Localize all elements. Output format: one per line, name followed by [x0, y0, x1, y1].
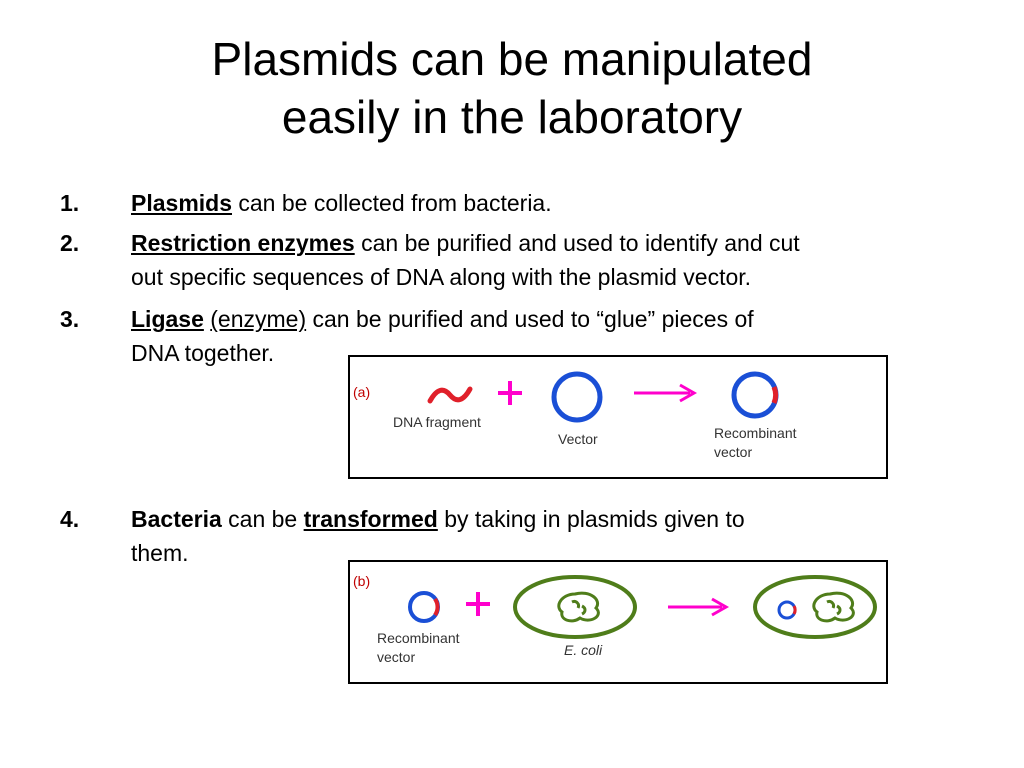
inserted-dna-icon — [792, 605, 797, 615]
figure-b-diagram: (b) Recombinant vector E. coli — [353, 573, 877, 665]
arrow-icon — [634, 383, 698, 403]
figure-b-tag: (b) — [353, 573, 370, 589]
slide-title: Plasmids can be manipulated easily in th… — [0, 30, 1024, 146]
item-line-2: DNA together. — [131, 340, 275, 366]
plus-icon — [466, 592, 490, 616]
plus-icon — [498, 381, 522, 405]
bacterial-chromosome-icon — [557, 591, 600, 623]
ecoli-label: E. coli — [564, 642, 603, 658]
recombinant-vector-icon — [731, 371, 779, 419]
dna-fragment-icon — [427, 386, 473, 404]
inserted-dna-icon — [433, 597, 440, 617]
item-text: Bacteria can be transformed by taking in… — [131, 502, 971, 570]
figure-b-transformation: (b) Recombinant vector E. coli — [348, 560, 888, 684]
item-number: 3. — [60, 306, 80, 332]
term-plasmids: Plasmids — [131, 190, 232, 216]
item-text: Restriction enzymes can be purified and … — [131, 226, 971, 294]
figure-a-ligation: (a) DNA fragment Vector Recombinant vect… — [348, 355, 888, 479]
item-rest: can be purified and used to identify and… — [354, 230, 800, 256]
item-number: 1. — [60, 190, 80, 216]
item-text: Ligase (enzyme) can be purified and used… — [131, 302, 971, 370]
figure-a-tag: (a) — [353, 384, 370, 400]
figure-a-diagram: (a) DNA fragment Vector Recombinant vect… — [353, 371, 797, 460]
ecoli-cell-icon — [513, 575, 637, 639]
recombinant-plasmid-icon — [408, 591, 440, 623]
item-rest: can be collected from bacteria. — [232, 190, 552, 216]
item-rest: can be purified and used to “glue” piece… — [306, 306, 754, 332]
term-restriction-enzymes: Restriction enzymes — [131, 230, 355, 256]
term-bacteria: Bacteria — [131, 506, 222, 532]
item-number: 2. — [60, 230, 80, 256]
term-ligase: Ligase — [131, 306, 204, 332]
dna-fragment-label: DNA fragment — [393, 414, 481, 430]
inserted-dna-icon — [771, 386, 779, 404]
recombinant-label-line-1: Recombinant — [377, 630, 460, 646]
vector-label: Vector — [558, 431, 598, 447]
recombinant-label-line-2: vector — [714, 444, 752, 460]
item-line-2: them. — [131, 540, 189, 566]
recombinant-label-line-1: Recombinant — [714, 425, 797, 441]
term-transformed: transformed — [303, 506, 438, 532]
recombinant-label-line-2: vector — [377, 649, 415, 665]
item-number: 4. — [60, 506, 80, 532]
vector-plasmid-icon — [551, 371, 603, 423]
arrow-icon — [668, 597, 730, 617]
item-mid: can be — [221, 506, 304, 532]
bacterial-chromosome-icon — [812, 591, 855, 623]
item-text: Plasmids can be collected from bacteria. — [131, 186, 971, 220]
title-line-2: easily in the laboratory — [281, 91, 743, 143]
item-rest: by taking in plasmids given to — [437, 506, 745, 532]
term-enzyme: (enzyme) — [210, 306, 307, 332]
plasmid-in-cell-icon — [777, 600, 797, 620]
item-line-2: out specific sequences of DNA along with… — [131, 264, 752, 290]
transformed-cell-icon — [753, 575, 877, 639]
title-line-1: Plasmids can be manipulated — [211, 33, 813, 85]
